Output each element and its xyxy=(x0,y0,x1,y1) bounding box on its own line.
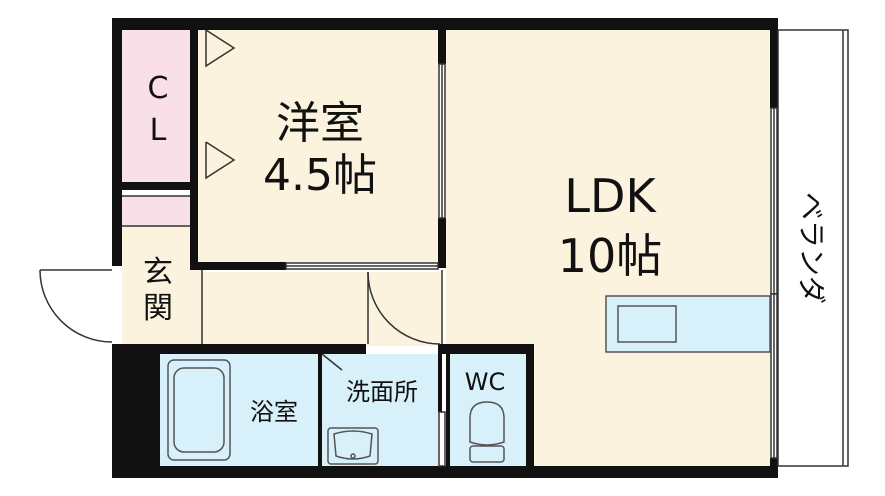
closet-label-line2: L xyxy=(150,113,167,148)
entrance-area xyxy=(122,226,202,344)
bathtub xyxy=(167,359,231,461)
sliding-windows xyxy=(285,63,778,467)
western-room-area xyxy=(198,30,442,266)
bathroom-area xyxy=(160,354,318,466)
closet-label-line1: C xyxy=(148,71,169,106)
ldk-size: 10帖 xyxy=(558,229,663,283)
walls xyxy=(112,18,778,478)
bathroom-label: 浴室 xyxy=(250,398,298,426)
entrance-label-line1: 玄 xyxy=(143,255,173,290)
toilet-label: WC xyxy=(465,368,506,396)
kitchen-counter xyxy=(605,295,771,353)
western-room-size: 4.5帖 xyxy=(263,150,377,201)
ldk-name: LDK xyxy=(564,169,657,223)
washroom-area xyxy=(322,354,438,466)
balcony xyxy=(777,29,849,467)
balcony-label: ベランダ xyxy=(795,192,828,304)
closet-door-marks xyxy=(205,29,236,180)
thin-partitions xyxy=(122,195,443,344)
closet-area xyxy=(122,30,194,182)
entrance-label-line2: 関 xyxy=(143,291,173,326)
washbasin xyxy=(327,427,379,465)
toilet xyxy=(469,401,505,463)
entrance-storage-area xyxy=(122,196,190,226)
washroom-label: 洗面所 xyxy=(346,378,418,406)
swing-doors xyxy=(39,269,441,371)
toilet-area xyxy=(450,354,526,466)
western-room-name: 洋室 xyxy=(276,98,364,149)
